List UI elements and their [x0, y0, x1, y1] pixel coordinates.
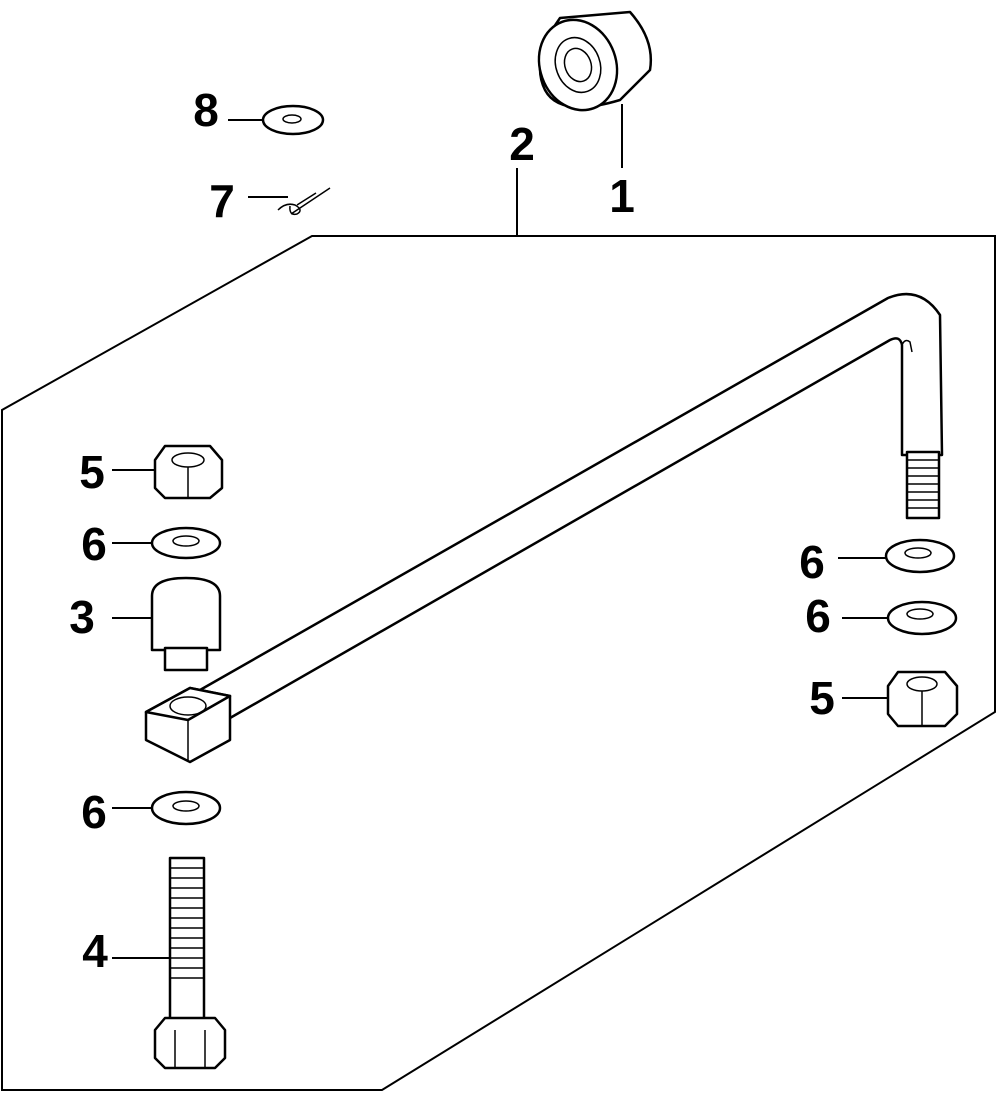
callout-8: 8 [193, 84, 219, 136]
part-5-nut-left [153, 444, 224, 500]
part-8-washer [261, 104, 325, 136]
part-6-washer-left-lower [150, 790, 222, 826]
part-6-washer-left-upper [150, 526, 222, 560]
part-7-cotter-pin [277, 187, 331, 216]
assembly-outline [1, 235, 996, 1091]
part-5-nut-right [886, 670, 959, 728]
callout-7: 7 [209, 175, 235, 227]
part-3-spacer [150, 576, 222, 672]
part-6-washer-right-lower [886, 600, 958, 636]
part-1-bushing [537, 10, 652, 112]
callout-6-right-upper: 6 [799, 536, 825, 588]
callout-5-left: 5 [79, 446, 105, 498]
part-4-bolt [153, 856, 227, 1070]
callout-1: 1 [609, 170, 635, 222]
callout-2: 2 [509, 118, 535, 170]
callout-4: 4 [82, 925, 108, 977]
callout-3: 3 [69, 591, 95, 643]
callout-6-left-lower: 6 [81, 786, 107, 838]
part-6-washer-right-upper [884, 538, 956, 574]
callout-6-right-lower: 6 [805, 590, 831, 642]
leader-lines [112, 104, 888, 959]
callout-5-right: 5 [809, 672, 835, 724]
part-2-link-rod [144, 292, 944, 764]
callout-6-left-upper: 6 [81, 518, 107, 570]
